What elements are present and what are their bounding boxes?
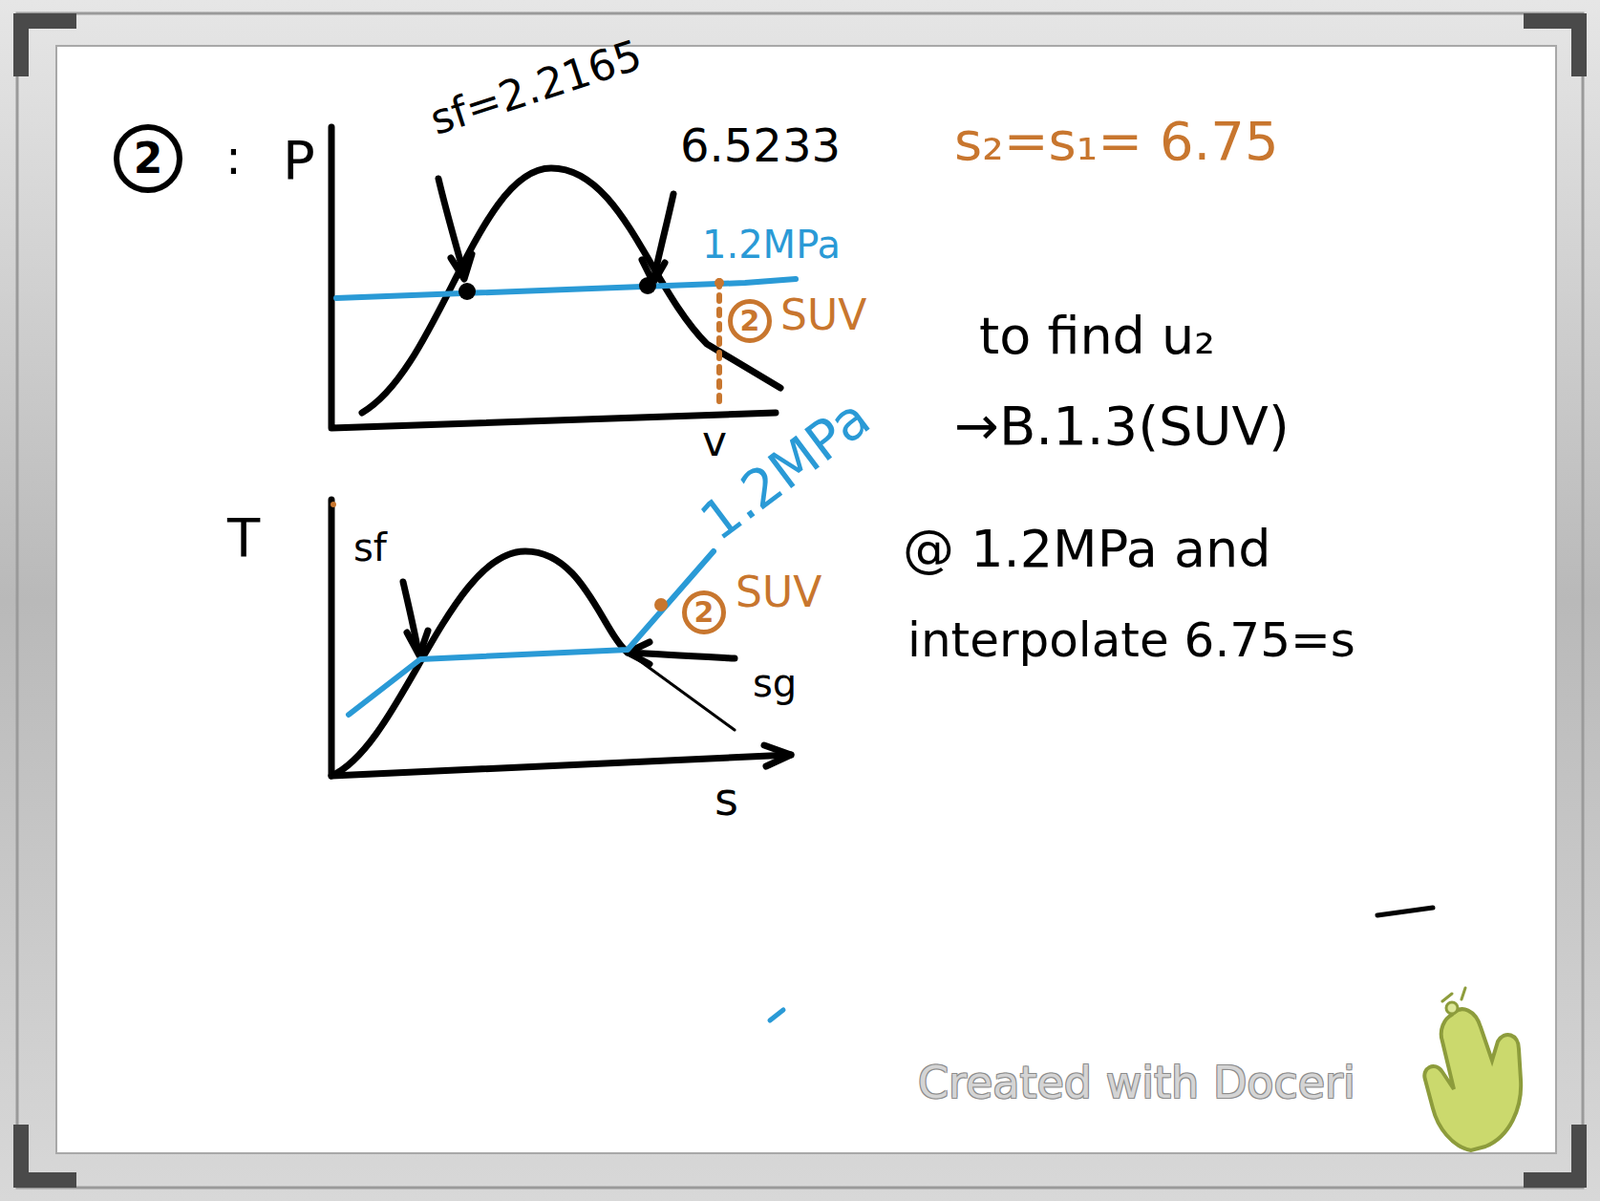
state-dot [639,277,657,295]
circled-number-text: 2 [740,306,761,336]
state-label: SUV [780,294,867,337]
state-dot [654,597,668,612]
stray-mark [769,1009,784,1021]
axis-label: s [714,775,739,822]
axis-label: T [227,511,260,565]
pressure-label: 1.2MPa [702,225,841,264]
entropy-value: 6.5233 [680,122,841,169]
circled-number: 2 [681,589,727,636]
stray-mark [1377,907,1433,916]
entropy-label: sf [353,528,387,567]
circled-number: 2 [726,298,773,344]
circled-number: 2 [112,123,184,194]
state-dot [458,282,476,300]
handwritten-note: @ 1.2MPa and [902,523,1272,576]
state-dot [330,501,337,508]
isobar-line [336,278,796,299]
frame-edge [17,13,1583,1188]
equation-note: s₂=s₁= 6.75 [954,114,1280,169]
axis-label: P [282,133,316,188]
dotted-line [716,280,723,404]
axis-label: v [702,420,727,463]
entropy-label: sg [752,663,797,703]
frame-corners [13,13,1587,1188]
pv-diagram [331,127,781,428]
circled-number-text: 2 [694,597,715,627]
board-surface [56,45,1557,1153]
state-label: SUV [735,571,822,614]
colon-mark: : [225,133,242,182]
hand-icon [1424,987,1521,1151]
circled-number-text: 2 [133,137,164,180]
state-dot [714,277,725,288]
isobar-line [348,551,714,715]
handwritten-note: interpolate 6.75=s [907,616,1356,664]
handwritten-note: →B.1.3(SUV) [954,399,1290,453]
handwritten-note: to find u₂ [979,310,1216,363]
leader-line [621,647,735,730]
watermark: Created with Doceri [917,1060,1356,1105]
